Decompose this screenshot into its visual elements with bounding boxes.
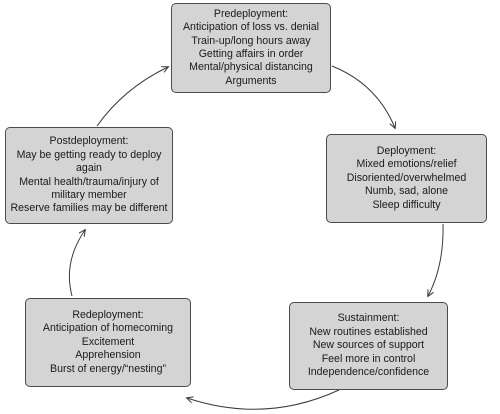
sustainment-item: New sources of support: [312, 339, 425, 352]
postdeployment-item: Reserve families may be different: [10, 202, 168, 215]
deployment-item: Numb, sad, alone: [364, 185, 449, 198]
postdeployment-stage-box: Postdeployment: May be getting ready to …: [5, 127, 173, 224]
postdeployment-item: military member: [51, 188, 127, 201]
predeployment-item: Anticipation of loss vs. denial: [182, 21, 320, 34]
arrow-deployment-to-sustainment: [428, 223, 444, 296]
redeployment-item: Burst of energy/“nesting”: [50, 362, 166, 375]
sustainment-item: Feel more in control: [321, 352, 416, 365]
redeployment-item: Excitement: [81, 335, 135, 348]
postdeployment-item: Mental health/trauma/injury of: [19, 175, 159, 188]
sustainment-item: New routines established: [309, 325, 428, 338]
arrow-redeployment-to-postdeployment: [68, 230, 85, 297]
deployment-title: Deployment:: [376, 144, 437, 157]
deployment-stage-box: Deployment: Mixed emotions/relief Disori…: [326, 134, 487, 223]
predeployment-title: Predeployment:: [213, 7, 289, 20]
redeployment-title: Redeployment:: [72, 308, 144, 321]
predeployment-item: Mental/physical distancing: [189, 61, 313, 74]
predeployment-item: Train-up/long hours away: [191, 34, 311, 47]
sustainment-title: Sustainment:: [337, 312, 400, 325]
predeployment-item: Getting affairs in order: [198, 48, 304, 60]
postdeployment-item: May be getting ready to deploy: [16, 148, 162, 161]
sustainment-item: Independence/confidence: [307, 366, 430, 379]
redeployment-stage-box: Redeployment: Anticipation of homecoming…: [25, 298, 191, 387]
predeployment-item: Arguments: [225, 74, 277, 87]
postdeployment-title: Postdeployment:: [49, 135, 129, 148]
postdeployment-item: again: [76, 162, 102, 175]
deployment-item: Mixed emotions/relief: [356, 158, 457, 171]
deployment-item: Disoriented/overwhelmed: [346, 171, 467, 184]
predeployment-stage-box: Predeployment: Anticipation of loss vs. …: [171, 3, 331, 93]
deployment-item: Sleep difficulty: [372, 198, 441, 211]
arrow-predeployment-to-deployment: [331, 65, 395, 128]
redeployment-item: Apprehension: [75, 349, 141, 362]
arrow-postdeployment-to-predeployment: [96, 67, 168, 127]
redeployment-item: Anticipation of homecoming: [42, 322, 174, 335]
arrow-sustainment-to-redeployment: [187, 389, 340, 410]
sustainment-stage-box: Sustainment: New routines established Ne…: [289, 302, 448, 390]
